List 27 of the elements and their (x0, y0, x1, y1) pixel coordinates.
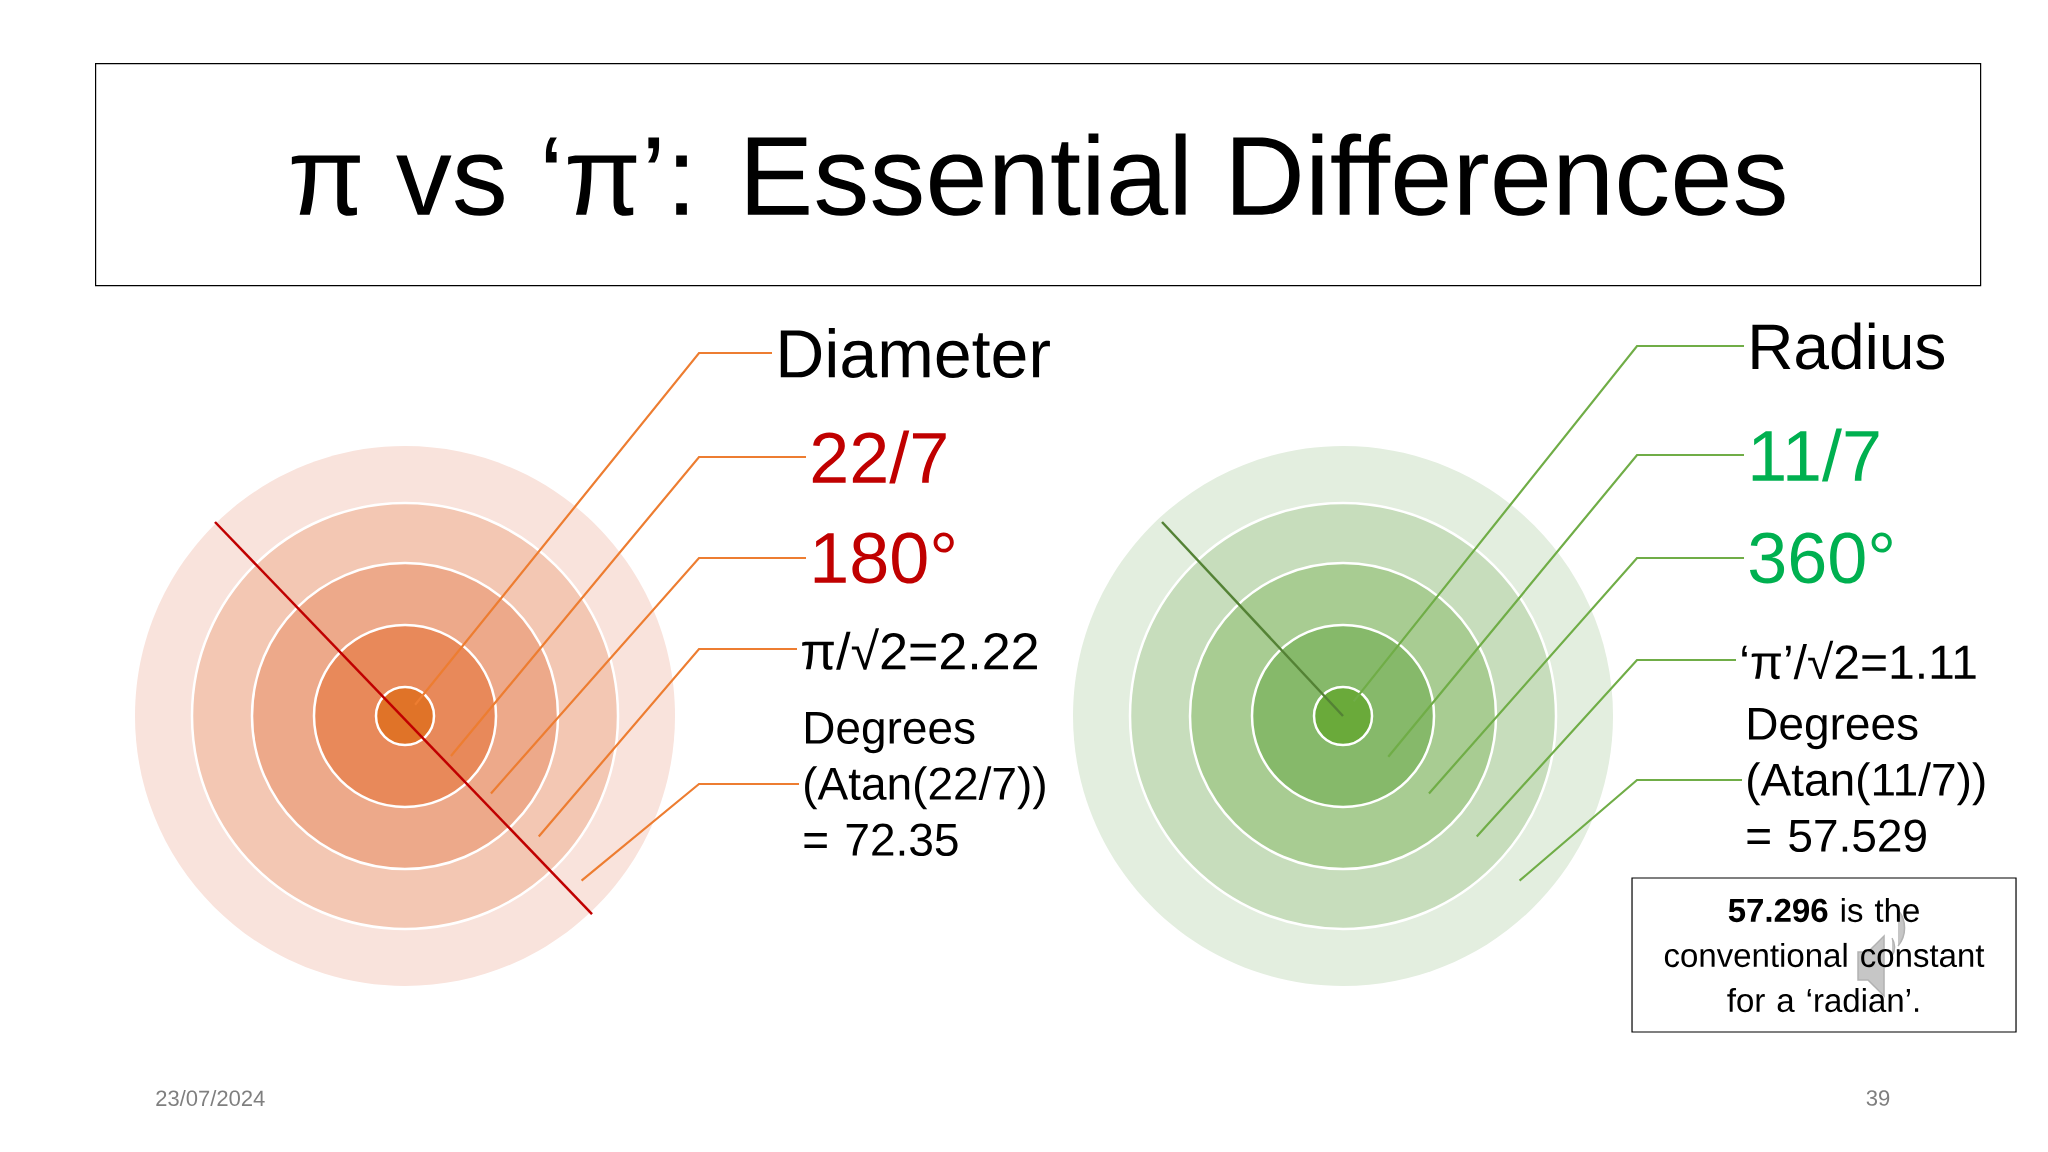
leader-line (1475, 658, 1736, 838)
value-label: 360° (1749, 532, 1892, 584)
heading: Diameter (780, 328, 1050, 378)
math-expression: Degrees (Atan(22/7)) = 72.35 (804, 711, 1045, 857)
title-box: π vs ‘π’: Essential Differences (95, 63, 1982, 287)
leader-line (580, 782, 799, 882)
value-label: π/√2=2.22 (802, 628, 1037, 670)
leader-line (414, 351, 772, 706)
page-number: 39 (1866, 1090, 1890, 1106)
target-ring (1312, 685, 1374, 747)
value-label: 22/7 (812, 430, 946, 484)
math-expression: Degrees (Atan(11/7)) = 57.529 (1747, 707, 1985, 853)
value-label: ‘π’/√2=1.11 (1742, 640, 1976, 680)
value-label: 11/7 (1752, 428, 1879, 482)
heading: Radius (1752, 322, 1945, 370)
note-box: 57.296 is the conventional constant for a ‘radian’. (1631, 877, 2017, 1033)
leader-line (490, 556, 806, 795)
leader-line (1387, 453, 1744, 758)
leader-line (1428, 556, 1744, 795)
leader-line (1518, 778, 1742, 882)
leader-line (450, 455, 806, 757)
date-label: 23/07/2024 (156, 1089, 265, 1107)
leader-line (537, 647, 797, 838)
target-ring (312, 623, 498, 809)
target-ring (374, 685, 436, 747)
value-label: 180° (814, 532, 954, 584)
leader-line (1352, 344, 1744, 702)
